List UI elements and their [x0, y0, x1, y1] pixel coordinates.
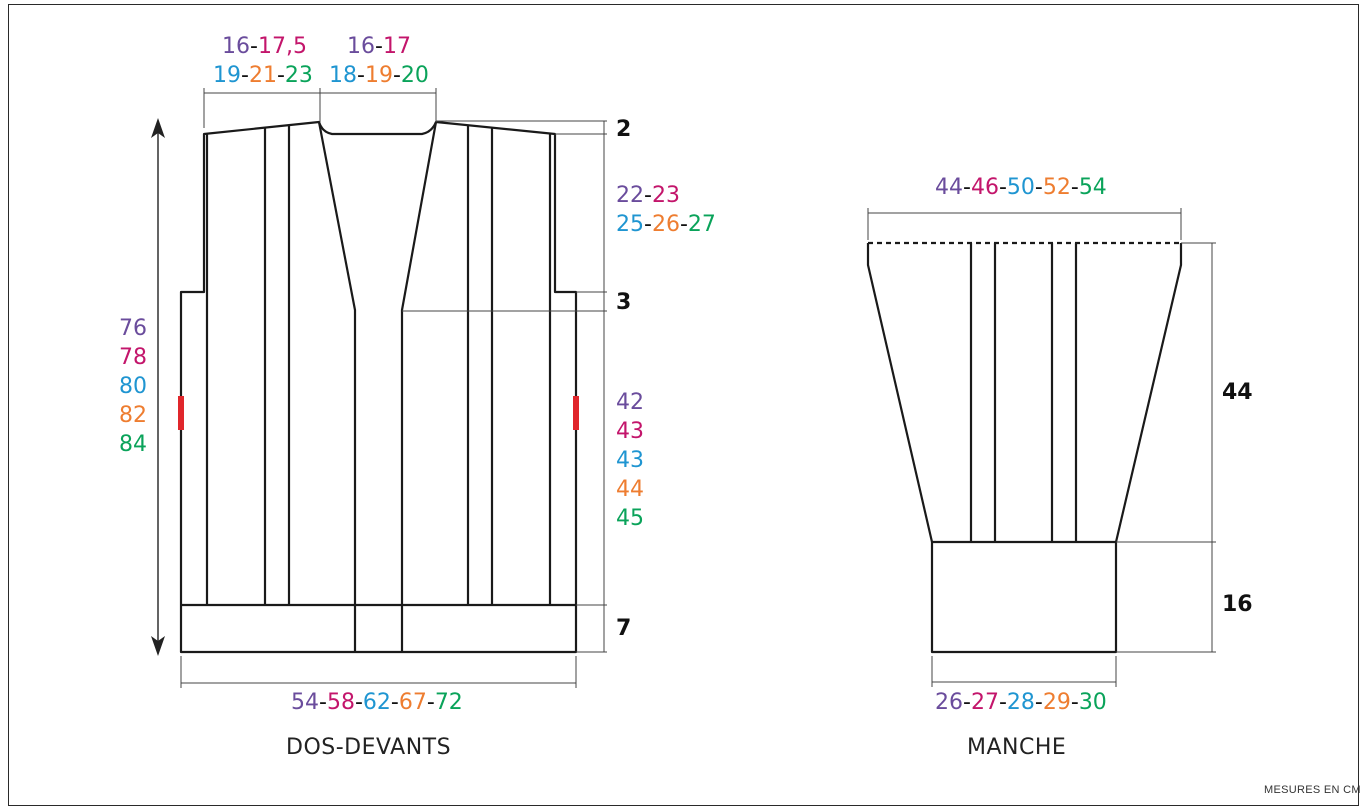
armhole-height-label-bottom: 25-26-27 [616, 212, 716, 237]
shoulder-width-label-top: 16-17,5 [222, 34, 307, 59]
armhole-height-label-top: 22-23 [616, 183, 680, 208]
total-height-labels: 76 78 80 82 84 [119, 316, 147, 457]
sleeve-outline [866, 243, 1183, 654]
armhole-step-label: 3 [616, 290, 632, 315]
neck-width-label-top: 16-17 [347, 34, 411, 59]
side-height-labels: 42 43 43 44 45 [616, 390, 644, 531]
diagram-frame [8, 4, 1359, 806]
sleeve-top-width-label: 44-46-50-52-54 [935, 175, 1107, 200]
front-opening-left [317, 121, 357, 652]
side-marker-right [573, 396, 579, 430]
body-outline [179, 120, 578, 654]
shoulder-drop-label: 2 [616, 117, 632, 142]
sleeve-piece-title: MANCHE [967, 735, 1067, 760]
rib-height-label: 7 [616, 616, 632, 641]
body-piece-title: DOS-DEVANTS [286, 735, 452, 760]
neck-width-label-bottom: 18-19-20 [329, 63, 429, 88]
side-marker-left [178, 396, 184, 430]
total-height-arrow [151, 118, 165, 656]
cuff-height-label: 16 [1222, 592, 1253, 617]
sleeve-height-label: 44 [1222, 380, 1253, 405]
shoulder-width-label-bottom: 19-21-23 [213, 63, 313, 88]
body-width-label: 54-58-62-67-72 [291, 690, 463, 715]
units-note: MESURES EN CM [1264, 784, 1361, 796]
front-opening-right [400, 121, 438, 652]
cuff-width-label: 26-27-28-29-30 [935, 690, 1107, 715]
